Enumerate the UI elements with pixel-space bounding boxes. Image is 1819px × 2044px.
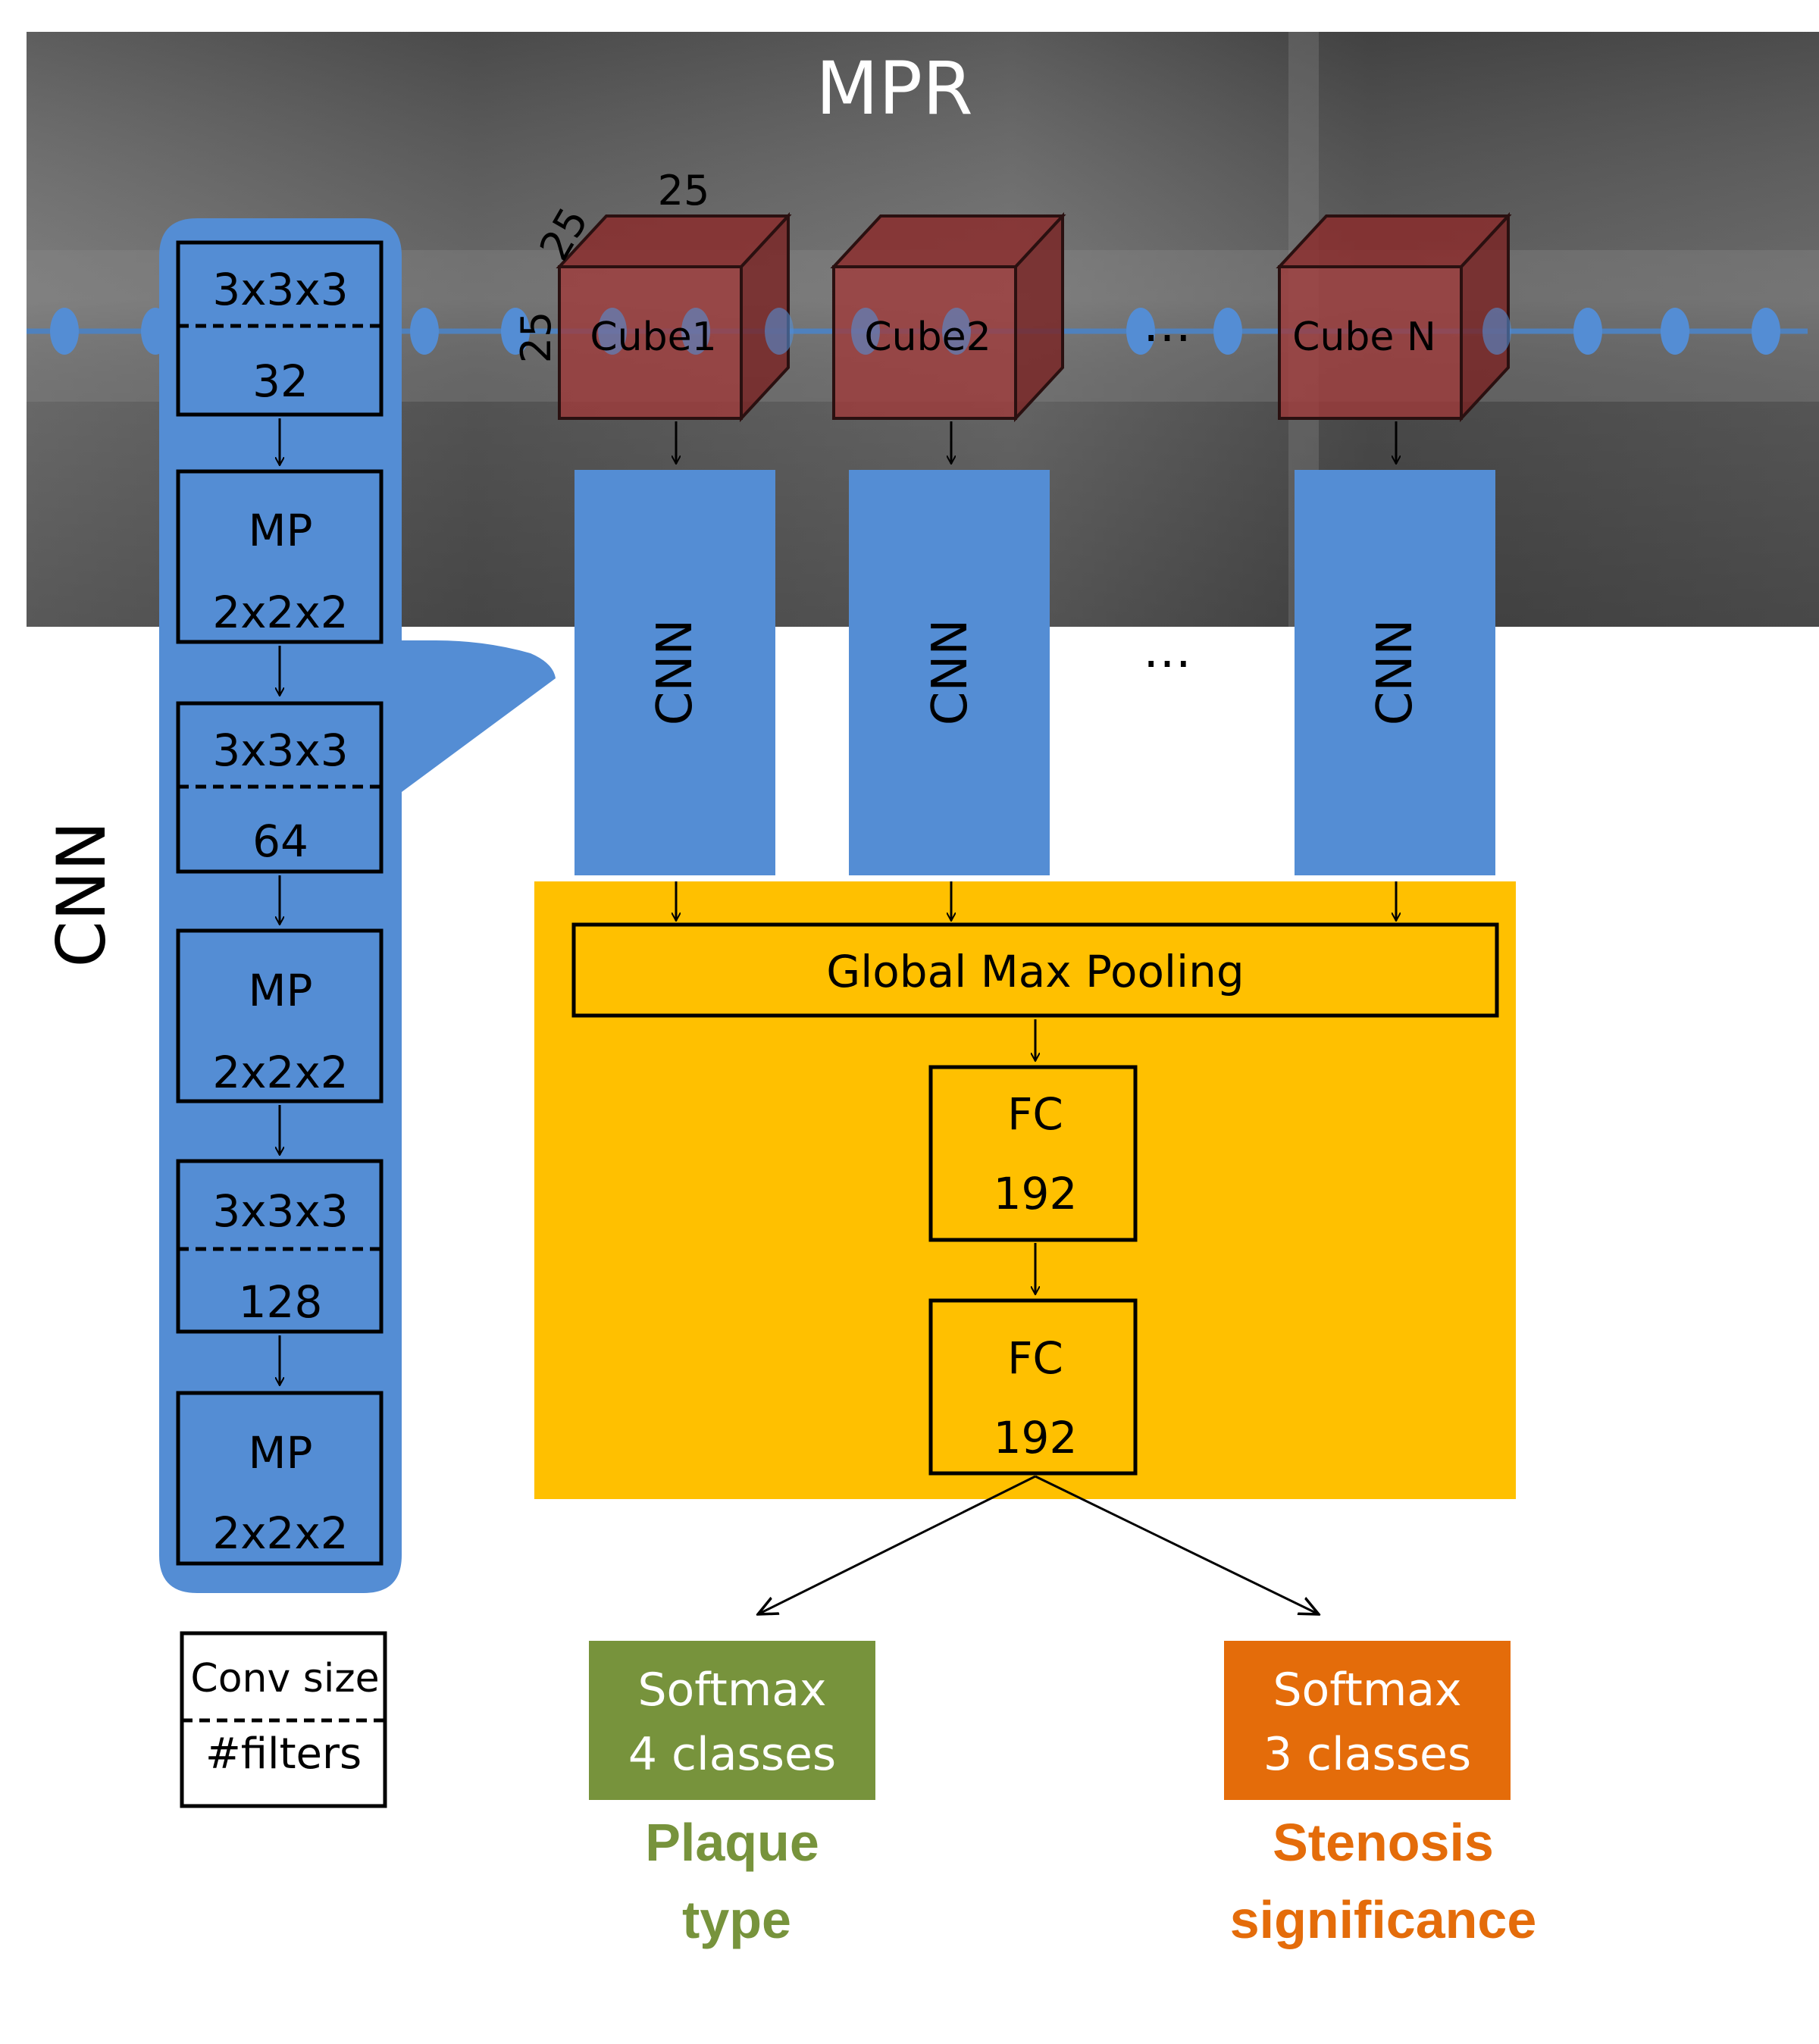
legend-conv-size: Conv size [190,1656,379,1701]
fc1-top: FC [1007,1088,1063,1140]
cube-dim-height: 25 [512,311,560,364]
layer-pool-2-bottom: 2x2x2 [212,1047,348,1098]
cnn-ellipsis: … [1143,623,1191,679]
cnn-block-2-label: CNN [922,619,978,725]
layer-conv-3-top: 3x3x3 [212,1185,348,1237]
layer-pool-2: MP 2x2x2 [176,928,384,1103]
cnn-block-1: CNN [575,470,775,875]
legend-filters: #filters [205,1729,362,1779]
cube-ellipsis: … [1143,297,1191,353]
cube-2-label: Cube2 [864,315,991,360]
cnn-block-n: CNN [1295,470,1495,875]
layer-pool-1-top: MP [248,505,312,556]
stenosis-title-2: significance [1230,1890,1537,1949]
layer-pool-1: MP 2x2x2 [176,469,384,644]
global-max-pooling-label: Global Max Pooling [826,946,1244,997]
softmax-stenosis-line2: 3 classes [1263,1728,1471,1781]
plaque-title-1: Plaque [645,1813,819,1872]
layer-pool-3-top: MP [248,1427,312,1479]
stenosis-title-1: Stenosis [1273,1813,1494,1872]
plaque-title-2: type [682,1890,791,1949]
cube-dim-width: 25 [658,167,710,214]
cube-1-label: Cube1 [590,315,716,360]
layer-conv-3-bottom: 128 [239,1276,323,1328]
cube-1: Cube1 [556,211,794,423]
arrow-fc2-plaque [758,1475,1036,1614]
layer-conv-1-bottom: 32 [252,355,308,407]
cnn-block-1-label: CNN [647,619,703,725]
softmax-plaque-line2: 4 classes [628,1728,836,1781]
cnn-block-n-label: CNN [1367,619,1423,725]
layer-pool-2-top: MP [248,965,312,1016]
softmax-plaque-line1: Softmax [637,1664,826,1717]
cnn-side-label: CNN [42,821,121,967]
fc1-bottom: 192 [994,1168,1078,1219]
fc2-top: FC [1007,1332,1063,1384]
layer-conv-1-top: 3x3x3 [212,264,348,315]
cube-n: Cube N [1276,211,1512,423]
cube-2: Cube2 [830,211,1066,423]
fc2-bottom: 192 [994,1412,1078,1463]
mpr-title: MPR [816,46,972,131]
fc2-box [928,1298,1138,1476]
layer-conv-1: 3x3x3 32 [176,240,384,417]
fc1-box [928,1065,1138,1242]
layer-conv-3: 3x3x3 128 [176,1159,384,1334]
layer-pool-3: MP 2x2x2 [176,1391,384,1566]
layer-conv-2-bottom: 64 [252,815,308,867]
layer-conv-2: 3x3x3 64 [176,701,384,874]
global-max-pooling-box [571,922,1499,1018]
layer-conv-2-top: 3x3x3 [212,725,348,776]
cube-n-label: Cube N [1292,315,1436,360]
softmax-stenosis: Softmax 3 classes [1224,1641,1511,1800]
softmax-plaque: Softmax 4 classes [589,1641,875,1800]
cnn-block-2: CNN [849,470,1050,875]
layer-pool-3-bottom: 2x2x2 [212,1507,348,1559]
layer-pool-1-bottom: 2x2x2 [212,587,348,638]
arrow-fc2-stenosis [1035,1475,1319,1614]
softmax-stenosis-line1: Softmax [1273,1664,1461,1717]
legend: Conv size #filters [180,1631,387,1808]
